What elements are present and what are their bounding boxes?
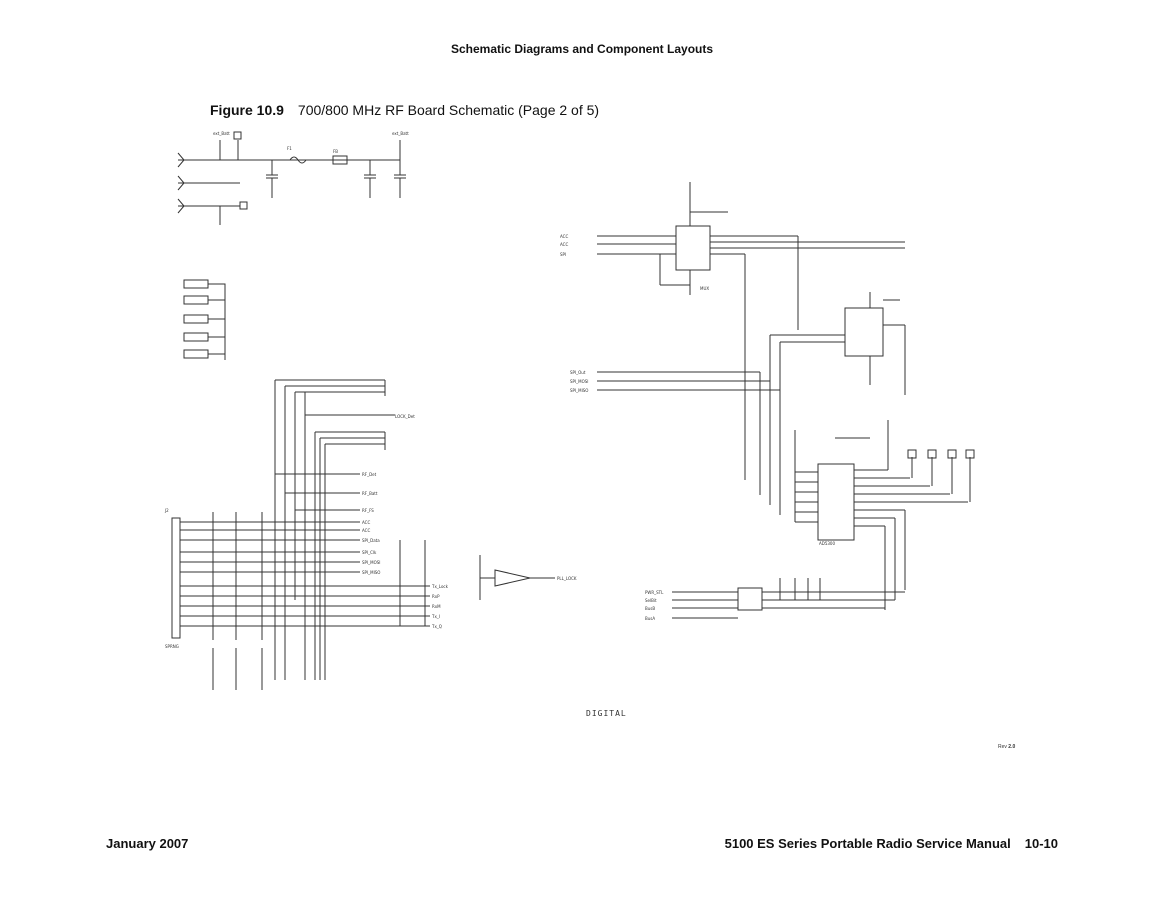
svg-text:Tx_Q: Tx_Q	[431, 624, 442, 629]
svg-text:SPI_MOSI: SPI_MOSI	[570, 379, 588, 384]
figure-number: Figure 10.9	[210, 102, 284, 118]
svg-text:RxM: RxM	[432, 604, 441, 609]
footer-page-number: 10-10	[1024, 836, 1058, 851]
ic-lower-right	[794, 420, 975, 610]
svg-text:ext_Batt: ext_Batt	[213, 131, 230, 136]
resistor-network	[672, 578, 905, 619]
bus-lines	[180, 379, 430, 680]
svg-text:FB: FB	[333, 149, 338, 154]
svg-text:RF_FS: RF_FS	[362, 508, 374, 513]
svg-text:SelBit: SelBit	[645, 598, 657, 603]
svg-text:MUX: MUX	[700, 286, 709, 291]
figure-caption: Figure 10.9 700/800 MHz RF Board Schemati…	[210, 102, 599, 118]
footer-manual: 5100 ES Series Portable Radio Service Ma…	[725, 836, 1058, 851]
svg-text:SPI_MISO: SPI_MISO	[570, 388, 588, 393]
svg-text:AD5300: AD5300	[819, 541, 835, 546]
svg-text:RxP: RxP	[432, 594, 440, 599]
svg-text:F1: F1	[287, 146, 292, 151]
svg-text:SPI_Data: SPI_Data	[362, 538, 380, 543]
edge-connector	[171, 512, 263, 690]
ic-upper-right	[770, 292, 906, 395]
svg-text:Tx_I: Tx_I	[431, 614, 440, 619]
test-pad-array	[183, 279, 226, 360]
digital-label: DIGITAL	[586, 709, 627, 718]
svg-text:SPI_MOSI: SPI_MOSI	[362, 560, 380, 565]
footer-manual-title: 5100 ES Series Portable Radio Service Ma…	[724, 836, 1011, 851]
svg-text:ext_Batt: ext_Batt	[392, 131, 409, 136]
figure-title: 700/800 MHz RF Board Schematic (Page 2 o…	[297, 102, 600, 118]
svg-text:PLL_LOCK: PLL_LOCK	[557, 576, 577, 581]
svg-text:SPRNG: SPRNG	[165, 644, 179, 649]
svg-text:ACC: ACC	[362, 528, 370, 533]
footer-date: January 2007	[106, 836, 189, 851]
svg-text:BusB: BusB	[645, 606, 655, 611]
svg-text:Tx_Lock: Tx_Lock	[431, 584, 449, 589]
revision-prefix: Rev	[998, 744, 1007, 750]
svg-text:SPI_Out: SPI_Out	[570, 370, 586, 375]
svg-text:RF_Batt: RF_Batt	[362, 491, 378, 496]
svg-text:SPI_MISO: SPI_MISO	[362, 570, 380, 575]
svg-text:SPI_Clk: SPI_Clk	[362, 550, 377, 555]
buffer-gate	[399, 540, 555, 626]
svg-text:J2: J2	[164, 508, 169, 513]
svg-text:BusA: BusA	[645, 616, 655, 621]
spi-lines	[597, 335, 781, 515]
svg-text:PWR_STL: PWR_STL	[645, 590, 664, 595]
svg-text:SPI: SPI	[560, 252, 566, 257]
svg-text:ACC: ACC	[560, 234, 568, 239]
svg-text:LOCK_Det: LOCK_Det	[395, 414, 415, 419]
power-input-section	[177, 131, 406, 225]
svg-text:ACC: ACC	[560, 242, 568, 247]
revision-value: 2.0	[1008, 744, 1016, 750]
page-header-title: Schematic Diagrams and Component Layouts	[450, 42, 714, 56]
svg-text:RF_Det: RF_Det	[362, 472, 377, 477]
ic-mux	[597, 182, 905, 480]
svg-text:ACC: ACC	[362, 520, 370, 525]
revision-label: Rev 2.0	[998, 744, 1015, 750]
